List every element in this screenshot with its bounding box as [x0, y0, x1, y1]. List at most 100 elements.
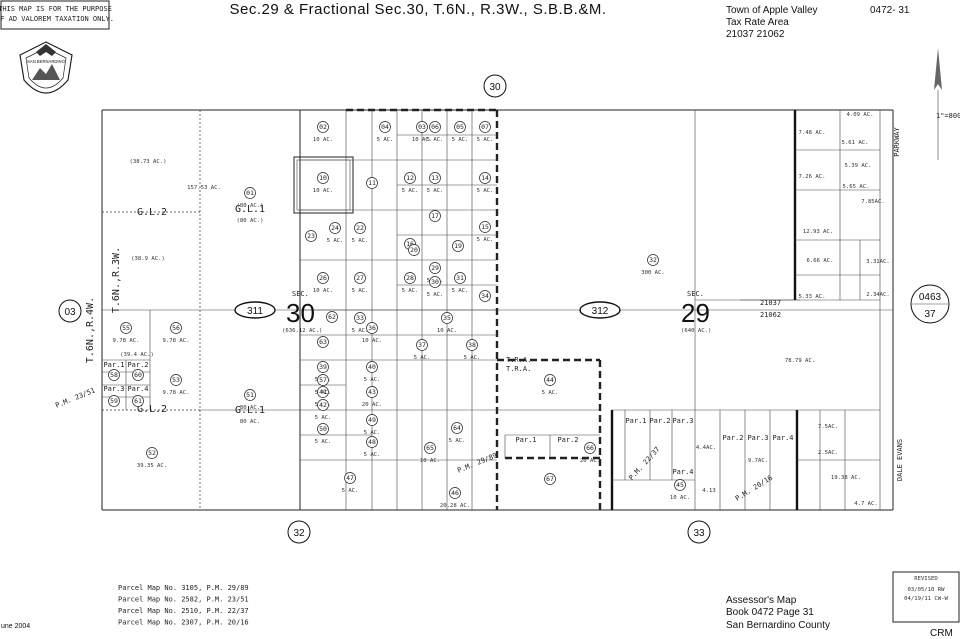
parcel-number: 23	[307, 232, 315, 240]
gov-lot-label: G.L.1	[235, 405, 265, 416]
assessor-label: Assessor's Map	[726, 595, 797, 606]
acreage-label: 5.39 AC.	[845, 163, 872, 169]
disclaimer-text: OF AD VALOREM TAXATION ONLY.	[0, 15, 114, 23]
par-label: Par.4	[672, 468, 693, 476]
disclaimer-box	[0, 0, 110, 30]
parcel-number-circle	[379, 121, 391, 133]
map-book-311-label: 311	[247, 306, 263, 317]
parcel-number-circle	[544, 473, 556, 485]
parcel-number-circle	[366, 361, 378, 373]
parcel-number: 65	[426, 444, 434, 452]
parcel-map-list-item: Parcel Map No. 2307, P.M. 20/16	[118, 619, 249, 627]
parcel-number-circle	[170, 374, 182, 386]
parcel-number-circle	[354, 222, 366, 234]
parcel-number-circle	[317, 272, 329, 284]
map-book-312	[579, 301, 621, 319]
map-number: 0472- 31	[870, 5, 910, 16]
parcel-number: 66	[586, 444, 594, 452]
parcel-acreage: 10 AC.	[420, 458, 440, 464]
par-label: Par.2	[649, 417, 670, 425]
acreage-label: 4.09 AC.	[847, 112, 874, 118]
par-label: Par.2	[722, 434, 743, 442]
parcel-map-ref: P.M. 22/37	[627, 445, 661, 482]
parcel-number: 31	[456, 274, 464, 282]
parcel-number-circle	[449, 487, 461, 499]
parcel-number-circle	[452, 240, 464, 252]
parcel-acreage: 5 AC.	[427, 292, 444, 298]
parcel-number-circle	[317, 423, 329, 435]
gov-lot-label: G.L.2	[137, 404, 167, 415]
parcel-number-circle	[647, 254, 659, 266]
acreage-label: (38.9 AC.)	[131, 256, 165, 262]
section-area: (636.12 AC.)	[282, 328, 322, 334]
parcel-number-circle	[108, 369, 120, 381]
parcel-number: 47	[346, 474, 354, 482]
parcel-number: 16	[406, 240, 414, 248]
county-seal-icon: SAN BERNARDINO	[19, 41, 73, 94]
parcel-number: 12	[406, 174, 414, 182]
parcel-acreage: 5 AC.	[364, 377, 381, 383]
parcel-acreage: 5 AC.	[402, 188, 419, 194]
parcel-number-circle	[404, 172, 416, 184]
parcel-number-circle	[479, 290, 491, 302]
parcel-number: 67	[546, 475, 554, 483]
parcel-number-circle	[366, 177, 378, 189]
parcel-number: 02	[319, 123, 327, 131]
parcel-acreage: 5 AC.	[427, 137, 444, 143]
parcel-acreage: 20.28 AC.	[440, 503, 470, 509]
highlighted-parcel-10	[293, 156, 354, 214]
gov-lot-label: G.L.2	[137, 207, 167, 218]
adjacent-sheet-left	[58, 299, 82, 323]
crm-watermark: CRM	[930, 628, 953, 639]
acreage-label: 4.13	[702, 488, 715, 494]
acreage-label: 2.34AC.	[866, 292, 890, 298]
parcel-acreage: 9.78 AC.	[163, 390, 190, 396]
parcel-number: 40	[368, 363, 376, 371]
adjacent-sheet-right-bottom: 37	[924, 309, 936, 320]
parcel-number: 07	[481, 123, 489, 131]
acreage-label: 5.61 AC.	[842, 140, 869, 146]
parcel-number: 19	[454, 242, 462, 250]
parcel-number: 44	[546, 376, 554, 384]
parcel-number-circle	[429, 210, 441, 222]
gov-lot-area: 80 AC.	[240, 419, 260, 425]
parcel-acreage: 20 AC.	[580, 458, 600, 464]
revision-box	[892, 571, 960, 623]
parcel-acreage: 20 AC.	[362, 402, 382, 408]
parcel-number-circle	[424, 442, 436, 454]
parcel-acreage: 5 AC.	[315, 439, 332, 445]
parcel-number-circle	[317, 399, 329, 411]
acreage-label: 19.38 AC.	[831, 475, 861, 481]
parcel-number: 48	[368, 438, 376, 446]
gov-lot-area: (80 AC.)	[237, 218, 264, 224]
parcel-number-circle	[344, 472, 356, 484]
parcel-acreage: 39.35 AC.	[137, 463, 167, 469]
parcel-acreage: 10 AC.	[362, 338, 382, 344]
parcel-number: 41	[319, 388, 327, 396]
parcel-number: 14	[481, 174, 489, 182]
parcel-number-circle	[354, 312, 366, 324]
parcel-map-list-item: Parcel Map No. 2582, P.M. 23/51	[118, 596, 249, 604]
map-date: une 2004	[1, 623, 30, 630]
parcel-acreage: 5 AC.	[477, 188, 494, 194]
parcel-acreage: 5 AC.	[352, 288, 369, 294]
parcel-number-circle	[429, 121, 441, 133]
parcel-number: 45	[676, 481, 684, 489]
par-label: Par.1	[103, 361, 124, 369]
acreage-label: 2.5AC.	[818, 450, 838, 456]
revised-entry: 04/19/11 CW-W	[904, 596, 948, 602]
map-book-311	[234, 301, 276, 319]
parcel-number: 13	[431, 174, 439, 182]
parcel-number: 62	[328, 313, 336, 321]
acreage-label: 6.66 AC.	[807, 258, 834, 264]
parcel-number-circle	[429, 172, 441, 184]
parcel-number-circle	[244, 187, 256, 199]
parcel-number: 51	[246, 391, 254, 399]
parcel-acreage: 5 AC.	[402, 288, 419, 294]
adjacent-sheet-right-top: 0463	[919, 292, 942, 303]
parcel-number: 42	[319, 401, 327, 409]
parcel-number-circle	[317, 374, 329, 386]
parcel-number-circle	[132, 395, 144, 407]
parcel-number: 64	[453, 424, 461, 432]
